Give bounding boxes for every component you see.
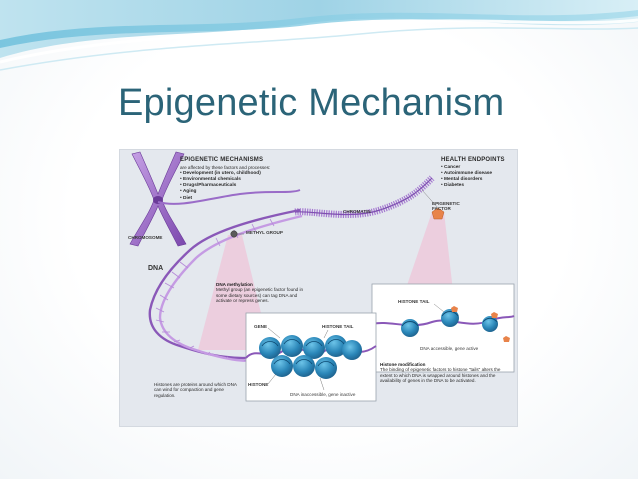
- dna-label: DNA: [148, 265, 164, 272]
- methyl-group-label: METHYL GROUP: [246, 230, 283, 235]
- chromosome-label: CHROMOSOME: [128, 235, 163, 240]
- endpoint-item: Autoimmune disease: [441, 171, 492, 177]
- mechanism-item: Diet: [180, 196, 261, 202]
- gene-label: GENE: [254, 324, 268, 329]
- mechanism-item: Drugs/Pharmaceuticals: [180, 183, 261, 189]
- mechanisms-heading: EPIGENETIC MECHANISMS: [180, 157, 264, 163]
- dna-inaccessible-label: DNA inaccessible, gene inactive: [290, 392, 356, 397]
- histone-tail-label-right: HISTONE TAIL: [398, 299, 430, 304]
- mechanisms-list: Development (in utero, childhood) Enviro…: [180, 171, 261, 202]
- mechanism-item: Development (in utero, childhood): [180, 171, 261, 177]
- mechanism-item: Environmental chemicals: [180, 177, 261, 183]
- endpoint-item: Cancer: [441, 165, 492, 171]
- factor-beam: [402, 212, 454, 300]
- health-endpoints-list: Cancer Autoimmune disease Mental disorde…: [441, 165, 492, 190]
- histone-modification-note: Histone modification The binding of epig…: [380, 362, 512, 383]
- epigenetic-factor-label: EPIGENETIC FACTOR: [432, 201, 460, 212]
- methylation-text: Methyl group (an epigenetic factor found…: [216, 287, 304, 303]
- header-swoosh: [0, 0, 638, 71]
- chromatin-label: CHROMATIN: [343, 209, 371, 214]
- histone-label: HISTONE: [248, 382, 269, 387]
- chromosome-shape: [129, 151, 187, 247]
- histone-packed-row-1: [259, 335, 362, 360]
- histone-open-3: [482, 316, 498, 332]
- histone-tail-label-left: HISTONE TAIL: [322, 324, 354, 329]
- histone-open-2: [441, 309, 459, 327]
- histone-open-1: [401, 319, 419, 337]
- histone-modification-text: The binding of epigenetic factors to his…: [380, 367, 501, 383]
- epigenetic-diagram: EPIGENETIC MECHANISMS are affected by th…: [119, 149, 518, 427]
- histones-note: Histones are proteins around which DNA c…: [154, 382, 237, 398]
- mechanisms-subheading: are affected by these factors and proces…: [180, 165, 271, 170]
- endpoint-item: Mental disorders: [441, 177, 492, 183]
- endpoint-item: Diabetes: [441, 183, 492, 189]
- histone-modification-heading: Histone modification: [380, 362, 426, 367]
- epigenetic-factor-icon: [431, 207, 445, 220]
- dna-rungs: [155, 218, 275, 362]
- methyl-group-icon: [230, 230, 238, 238]
- histone-packed-row-2: [271, 355, 337, 379]
- slide-title: Epigenetic Mechanism: [118, 82, 505, 124]
- diagram-artwork: [129, 151, 515, 402]
- health-endpoints-heading: HEALTH ENDPOINTS: [441, 157, 505, 163]
- mechanism-item: Aging: [180, 189, 261, 195]
- methylation-heading: DNA methylation: [216, 282, 253, 287]
- dna-accessible-label: DNA accessible, gene active: [420, 346, 479, 351]
- methylation-note: DNA methylation Methyl group (an epigene…: [216, 282, 308, 303]
